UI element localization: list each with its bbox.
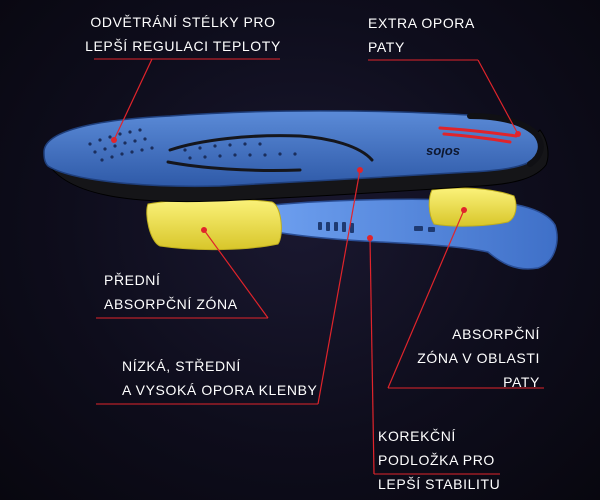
insole-brand-logo: solos — [426, 145, 460, 160]
leader-line-ventilation — [113, 58, 153, 141]
callout-heel-absorption-line-1: ABSORPČNÍ — [452, 326, 540, 342]
base-pad-slots — [318, 222, 435, 233]
heel-gel-pad — [428, 187, 517, 227]
leader-line-heel-absorption — [387, 209, 465, 389]
callout-front-absorption: PŘEDNÍ ABSORPČNÍ ZÓNA — [104, 268, 238, 316]
callout-ventilation: ODVĚTRÁNÍ STÉLKY PRO LEPŠÍ REGULACI TEPL… — [84, 10, 282, 58]
heel-reinforcement-lines — [438, 126, 518, 144]
callout-heel-support-line-1: EXTRA OPORA — [368, 15, 475, 31]
callout-arch-support-line-2: A VYSOKÁ OPORA KLENBY — [122, 382, 318, 398]
leader-lines — [113, 58, 519, 475]
forefoot-gel-pad — [146, 198, 282, 251]
callout-ventilation-line-1: ODVĚTRÁNÍ STÉLKY PRO — [90, 14, 276, 30]
callout-heel-absorption: ABSORPČNÍ ZÓNA V OBLASTI PATY — [400, 322, 540, 394]
callout-corrective-pad-line-1: KOREKČNÍ — [378, 428, 456, 444]
callout-arch-support-line-1: NÍZKÁ, STŘEDNÍ — [122, 358, 241, 374]
leader-line-corrective-pad — [369, 237, 375, 475]
insole-contour-lines — [166, 134, 374, 173]
heel-cup-edge — [467, 113, 544, 167]
callout-front-absorption-line-2: ABSORPČNÍ ZÓNA — [104, 296, 238, 312]
leader-dots — [111, 131, 521, 241]
callout-heel-support: EXTRA OPORA PATY — [368, 11, 475, 59]
callout-corrective-pad-line-3: LEPŠÍ STABILITU — [378, 476, 501, 492]
callout-corrective-pad: KOREKČNÍ PODLOŽKA PRO LEPŠÍ STABILITU — [378, 424, 500, 496]
leader-line-front-absorption — [203, 229, 269, 319]
callout-corrective-pad-line-2: PODLOŽKA PRO — [378, 452, 495, 468]
callout-heel-absorption-line-2: ZÓNA V OBLASTI — [417, 350, 540, 366]
callout-heel-support-line-2: PATY — [368, 39, 405, 55]
callout-front-absorption-line-1: PŘEDNÍ — [104, 272, 161, 288]
leader-line-heel-support — [477, 59, 519, 135]
ventilation-holes — [88, 128, 297, 162]
callout-ventilation-line-2: LEPŠÍ REGULACI TEPLOTY — [85, 38, 281, 54]
callout-heel-absorption-line-3: PATY — [503, 374, 540, 390]
leader-underlines — [94, 58, 544, 475]
leader-line-arch-support — [317, 169, 361, 405]
callout-arch-support: NÍZKÁ, STŘEDNÍ A VYSOKÁ OPORA KLENBY — [122, 354, 317, 402]
